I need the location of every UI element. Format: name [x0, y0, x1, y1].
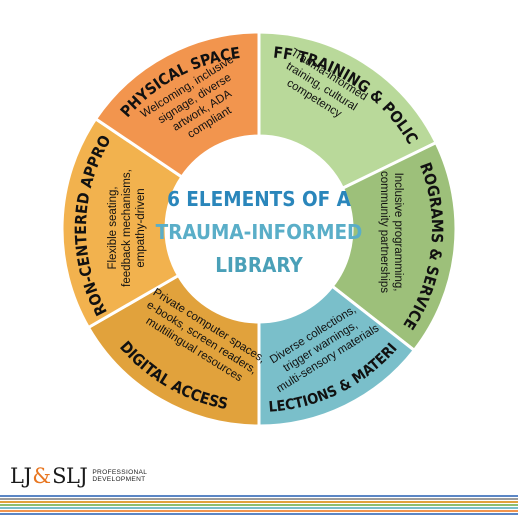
footer-stripes: [0, 495, 518, 518]
center-title-line: 6 ELEMENTS OF A: [167, 187, 352, 211]
segment-description-line: feedback mechanisms,: [121, 169, 133, 287]
segment-description-line: Flexible seating,: [107, 186, 119, 269]
center-title-line: TRAUMA-INFORMED: [156, 220, 363, 244]
logo-tagline: PROFESSIONAL DEVELOPMENT: [92, 469, 147, 484]
logo-tagline-line: PROFESSIONAL: [92, 468, 148, 476]
logo-ampersand: &: [32, 464, 52, 488]
footer-stripe: [0, 513, 518, 515]
footer-stripe: [0, 498, 518, 500]
logo-tagline-line: DEVELOPMENT: [92, 476, 146, 483]
center-circle: [166, 136, 352, 322]
footer-stripe: [0, 501, 518, 503]
center-title: 6 ELEMENTS OF A TRAUMA-INFORMED LIBRARY: [156, 187, 363, 277]
center-title-line: LIBRARY: [215, 253, 303, 277]
lj-slj-logo: LJ & SLJ PROFESSIONAL DEVELOPMENT: [10, 462, 147, 490]
footer-stripe: [0, 495, 518, 497]
footer-stripe: [0, 507, 518, 509]
segment-description-line: community partnerships: [378, 171, 390, 293]
segment-description: Flexible seating,feedback mechanisms,emp…: [107, 169, 147, 287]
footer-stripe: [0, 510, 518, 512]
segment-description-line: empathy-driven: [135, 188, 147, 267]
logo-lj: LJ: [10, 464, 32, 488]
footer-stripe: [0, 504, 518, 506]
logo-slj: SLJ: [52, 464, 88, 488]
segment-description-line: Inclusive programming,: [392, 173, 404, 292]
segment-description: Inclusive programming,community partners…: [378, 171, 404, 293]
